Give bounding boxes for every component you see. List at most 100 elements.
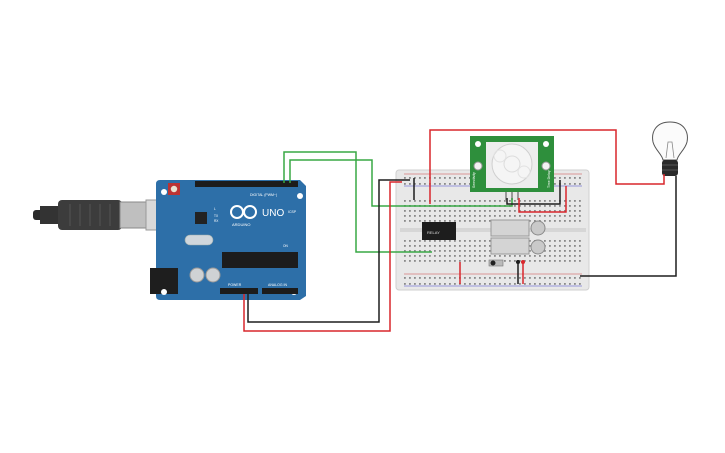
breadboard-hole[interactable] [489,283,491,285]
breadboard-hole[interactable] [569,283,571,285]
breadboard-hole[interactable] [579,183,581,185]
breadboard-hole[interactable] [484,215,486,217]
breadboard-hole[interactable] [409,240,411,242]
breadboard-hole[interactable] [539,200,541,202]
breadboard-hole[interactable] [574,177,576,179]
breadboard-hole[interactable] [434,283,436,285]
breadboard-hole[interactable] [414,283,416,285]
breadboard-hole[interactable] [404,215,406,217]
breadboard-hole[interactable] [489,220,491,222]
breadboard-hole[interactable] [479,210,481,212]
breadboard-hole[interactable] [429,240,431,242]
breadboard-hole[interactable] [559,245,561,247]
breadboard-hole[interactable] [569,277,571,279]
breadboard-hole[interactable] [569,220,571,222]
breadboard-hole[interactable] [429,220,431,222]
breadboard-hole[interactable] [574,240,576,242]
breadboard-hole[interactable] [579,220,581,222]
breadboard-hole[interactable] [429,255,431,257]
breadboard-hole[interactable] [544,283,546,285]
breadboard-hole[interactable] [574,250,576,252]
breadboard-hole[interactable] [449,177,451,179]
breadboard-hole[interactable] [544,277,546,279]
black-wire[interactable] [506,180,561,205]
breadboard-hole[interactable] [464,210,466,212]
breadboard-hole[interactable] [489,215,491,217]
breadboard-hole[interactable] [504,283,506,285]
breadboard-hole[interactable] [554,245,556,247]
breadboard-hole[interactable] [404,200,406,202]
breadboard-hole[interactable] [529,240,531,242]
breadboard-hole[interactable] [439,177,441,179]
breadboard-hole[interactable] [439,200,441,202]
breadboard-hole[interactable] [574,283,576,285]
breadboard-hole[interactable] [409,260,411,262]
breadboard-hole[interactable] [514,205,516,207]
breadboard-hole[interactable] [564,200,566,202]
breadboard-hole[interactable] [539,215,541,217]
breadboard-hole[interactable] [414,260,416,262]
breadboard-hole[interactable] [449,250,451,252]
breadboard-hole[interactable] [469,210,471,212]
breadboard-hole[interactable] [569,255,571,257]
breadboard-hole[interactable] [419,255,421,257]
breadboard-hole[interactable] [409,277,411,279]
breadboard-hole[interactable] [424,277,426,279]
breadboard-hole[interactable] [564,240,566,242]
breadboard-hole[interactable] [579,245,581,247]
breadboard-hole[interactable] [569,245,571,247]
breadboard-hole[interactable] [409,215,411,217]
breadboard-hole[interactable] [484,240,486,242]
breadboard-hole[interactable] [569,183,571,185]
breadboard-hole[interactable] [494,277,496,279]
breadboard-hole[interactable] [419,240,421,242]
breadboard-hole[interactable] [484,250,486,252]
breadboard-hole[interactable] [454,240,456,242]
breadboard-hole[interactable] [549,260,551,262]
breadboard-hole[interactable] [414,177,416,179]
breadboard-hole[interactable] [569,215,571,217]
breadboard-hole[interactable] [434,220,436,222]
breadboard-hole[interactable] [439,255,441,257]
breadboard-hole[interactable] [569,205,571,207]
breadboard-hole[interactable] [454,200,456,202]
breadboard-hole[interactable] [579,277,581,279]
breadboard-hole[interactable] [424,245,426,247]
breadboard-hole[interactable] [494,200,496,202]
breadboard-hole[interactable] [559,255,561,257]
breadboard-hole[interactable] [404,255,406,257]
breadboard-hole[interactable] [479,240,481,242]
breadboard-hole[interactable] [474,200,476,202]
breadboard-hole[interactable] [474,240,476,242]
black-wire[interactable] [247,179,410,323]
breadboard-hole[interactable] [489,240,491,242]
breadboard-hole[interactable] [444,200,446,202]
breadboard-hole[interactable] [549,283,551,285]
breadboard-hole[interactable] [514,277,516,279]
analog-header[interactable] [262,288,298,294]
breadboard-hole[interactable] [479,215,481,217]
breadboard-hole[interactable] [564,250,566,252]
breadboard-hole[interactable] [494,215,496,217]
breadboard-hole[interactable] [514,210,516,212]
black-wire[interactable] [580,176,677,277]
breadboard-hole[interactable] [449,255,451,257]
breadboard-hole[interactable] [554,220,556,222]
breadboard-hole[interactable] [504,260,506,262]
breadboard-hole[interactable] [454,183,456,185]
breadboard-hole[interactable] [464,183,466,185]
breadboard-hole[interactable] [464,220,466,222]
breadboard-hole[interactable] [459,210,461,212]
breadboard-hole[interactable] [484,210,486,212]
breadboard-hole[interactable] [509,260,511,262]
breadboard-hole[interactable] [564,255,566,257]
breadboard-hole[interactable] [449,283,451,285]
breadboard-hole[interactable] [524,277,526,279]
breadboard-hole[interactable] [404,250,406,252]
breadboard-hole[interactable] [459,255,461,257]
breadboard-hole[interactable] [559,220,561,222]
breadboard-hole[interactable] [439,183,441,185]
sensitivity-knob[interactable] [473,161,483,171]
breadboard-hole[interactable] [579,200,581,202]
breadboard-hole[interactable] [529,250,531,252]
